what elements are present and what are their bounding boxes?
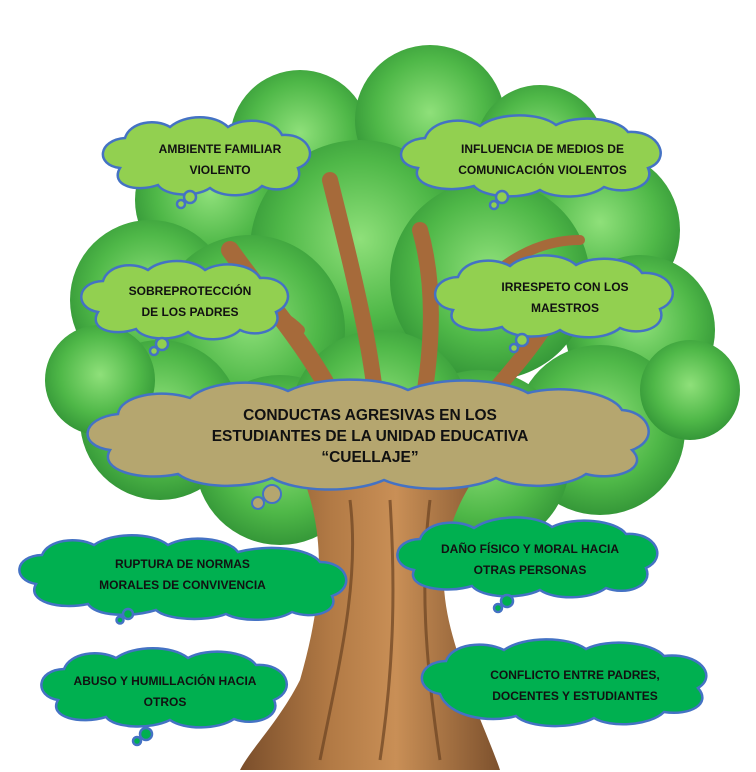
central-problem-label: CONDUCTAS AGRESIVAS EN LOS ESTUDIANTES D… [211, 406, 529, 466]
cause-cloud-sobreproteccion [80, 259, 290, 357]
cause-label-irrespeto: IRRESPETO CON LOS MAESTROS [501, 280, 629, 315]
effect-label-dano: DAÑO FÍSICO Y MORAL HACIA OTRAS PERSONAS [440, 542, 619, 577]
cause-cloud-influencia [399, 114, 662, 211]
cause-label-sobreproteccion: SOBREPROTECCIÓN DE LOS PADRES [128, 284, 252, 319]
cause-cloud-ambiente [101, 116, 312, 210]
central-problem-cloud [86, 378, 650, 510]
cause-label-ambiente: AMBIENTE FAMILIAR VIOLENTO [158, 142, 282, 177]
effect-cloud-abuso [40, 647, 288, 747]
effect-cloud-ruptura [18, 534, 348, 625]
effect-cloud-conflicto [420, 638, 708, 728]
effect-cloud-dano [396, 516, 659, 614]
effect-label-ruptura: RUPTURA DE NORMAS MORALES DE CONVIVENCIA [99, 557, 266, 592]
effect-label-conflicto: CONFLICTO ENTRE PADRES, DOCENTES Y ESTUD… [490, 668, 660, 703]
effect-label-abuso: ABUSO Y HUMILLACIÓN HACIA OTROS [73, 674, 257, 709]
cause-cloud-irrespeto [434, 254, 674, 354]
cause-label-influencia: INFLUENCIA DE MEDIOS DE COMUNICACIÓN VIO… [458, 142, 627, 177]
